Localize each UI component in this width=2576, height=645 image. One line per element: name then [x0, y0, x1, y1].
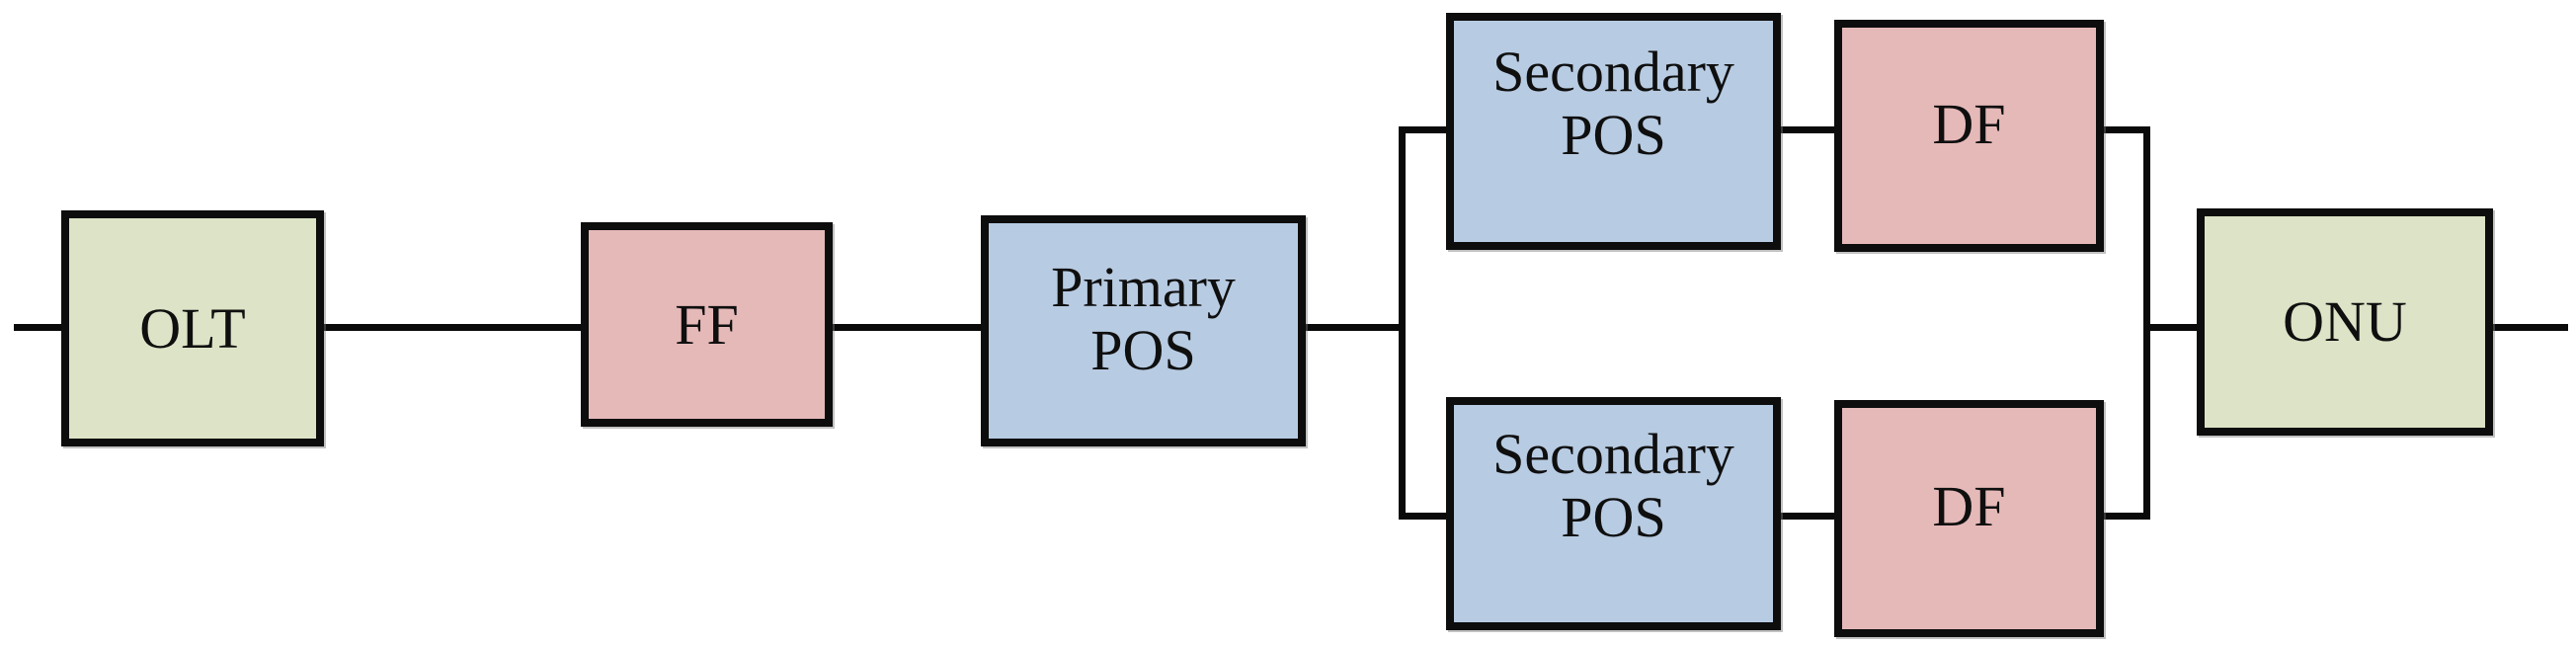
- node-df-top: DF: [1834, 20, 2104, 252]
- node-secondary-pos-bottom: Secondary POS: [1446, 397, 1781, 630]
- connector-df-merge-bottom: [2100, 513, 2150, 520]
- connector-right-stub: [2489, 324, 2568, 331]
- node-primary-pos-label-line2: POS: [1090, 318, 1196, 382]
- node-secondary-pos-top-label-line2: POS: [1561, 103, 1666, 167]
- node-df-top-label: DF: [1932, 91, 2006, 156]
- connector-split-secpos-top: [1399, 126, 1450, 133]
- node-primary-pos-label-line1: Primary: [1051, 255, 1236, 319]
- node-olt-label: OLT: [139, 295, 246, 361]
- split-rail: [1399, 126, 1406, 520]
- connector-olt-ff: [320, 324, 585, 331]
- connector-primary-pos-split: [1302, 324, 1406, 331]
- node-df-bottom: DF: [1834, 400, 2104, 637]
- connector-df-merge-top: [2100, 126, 2150, 133]
- merge-rail: [2143, 126, 2150, 520]
- node-secondary-pos-top: Secondary POS: [1446, 13, 1781, 250]
- connector-merge-onu: [2143, 324, 2201, 331]
- connector-ff-primary-pos: [829, 324, 985, 331]
- node-df-bottom-label: DF: [1932, 474, 2006, 538]
- node-onu: ONU: [2197, 208, 2493, 436]
- connector-split-secpos-bottom: [1399, 513, 1450, 520]
- node-secondary-pos-top-label-line1: Secondary: [1492, 40, 1734, 104]
- connector-secpos-df-top: [1777, 126, 1838, 133]
- node-onu-label: ONU: [2283, 289, 2407, 354]
- node-secondary-pos-bottom-label-line1: Secondary: [1492, 422, 1734, 486]
- node-olt: OLT: [61, 210, 324, 446]
- connector-left-stub: [14, 324, 65, 331]
- node-primary-pos: Primary POS: [981, 215, 1306, 446]
- node-ff-label: FF: [675, 291, 739, 357]
- node-secondary-pos-bottom-label-line2: POS: [1561, 485, 1666, 549]
- connector-secpos-df-bottom: [1777, 513, 1838, 520]
- node-ff: FF: [581, 222, 833, 427]
